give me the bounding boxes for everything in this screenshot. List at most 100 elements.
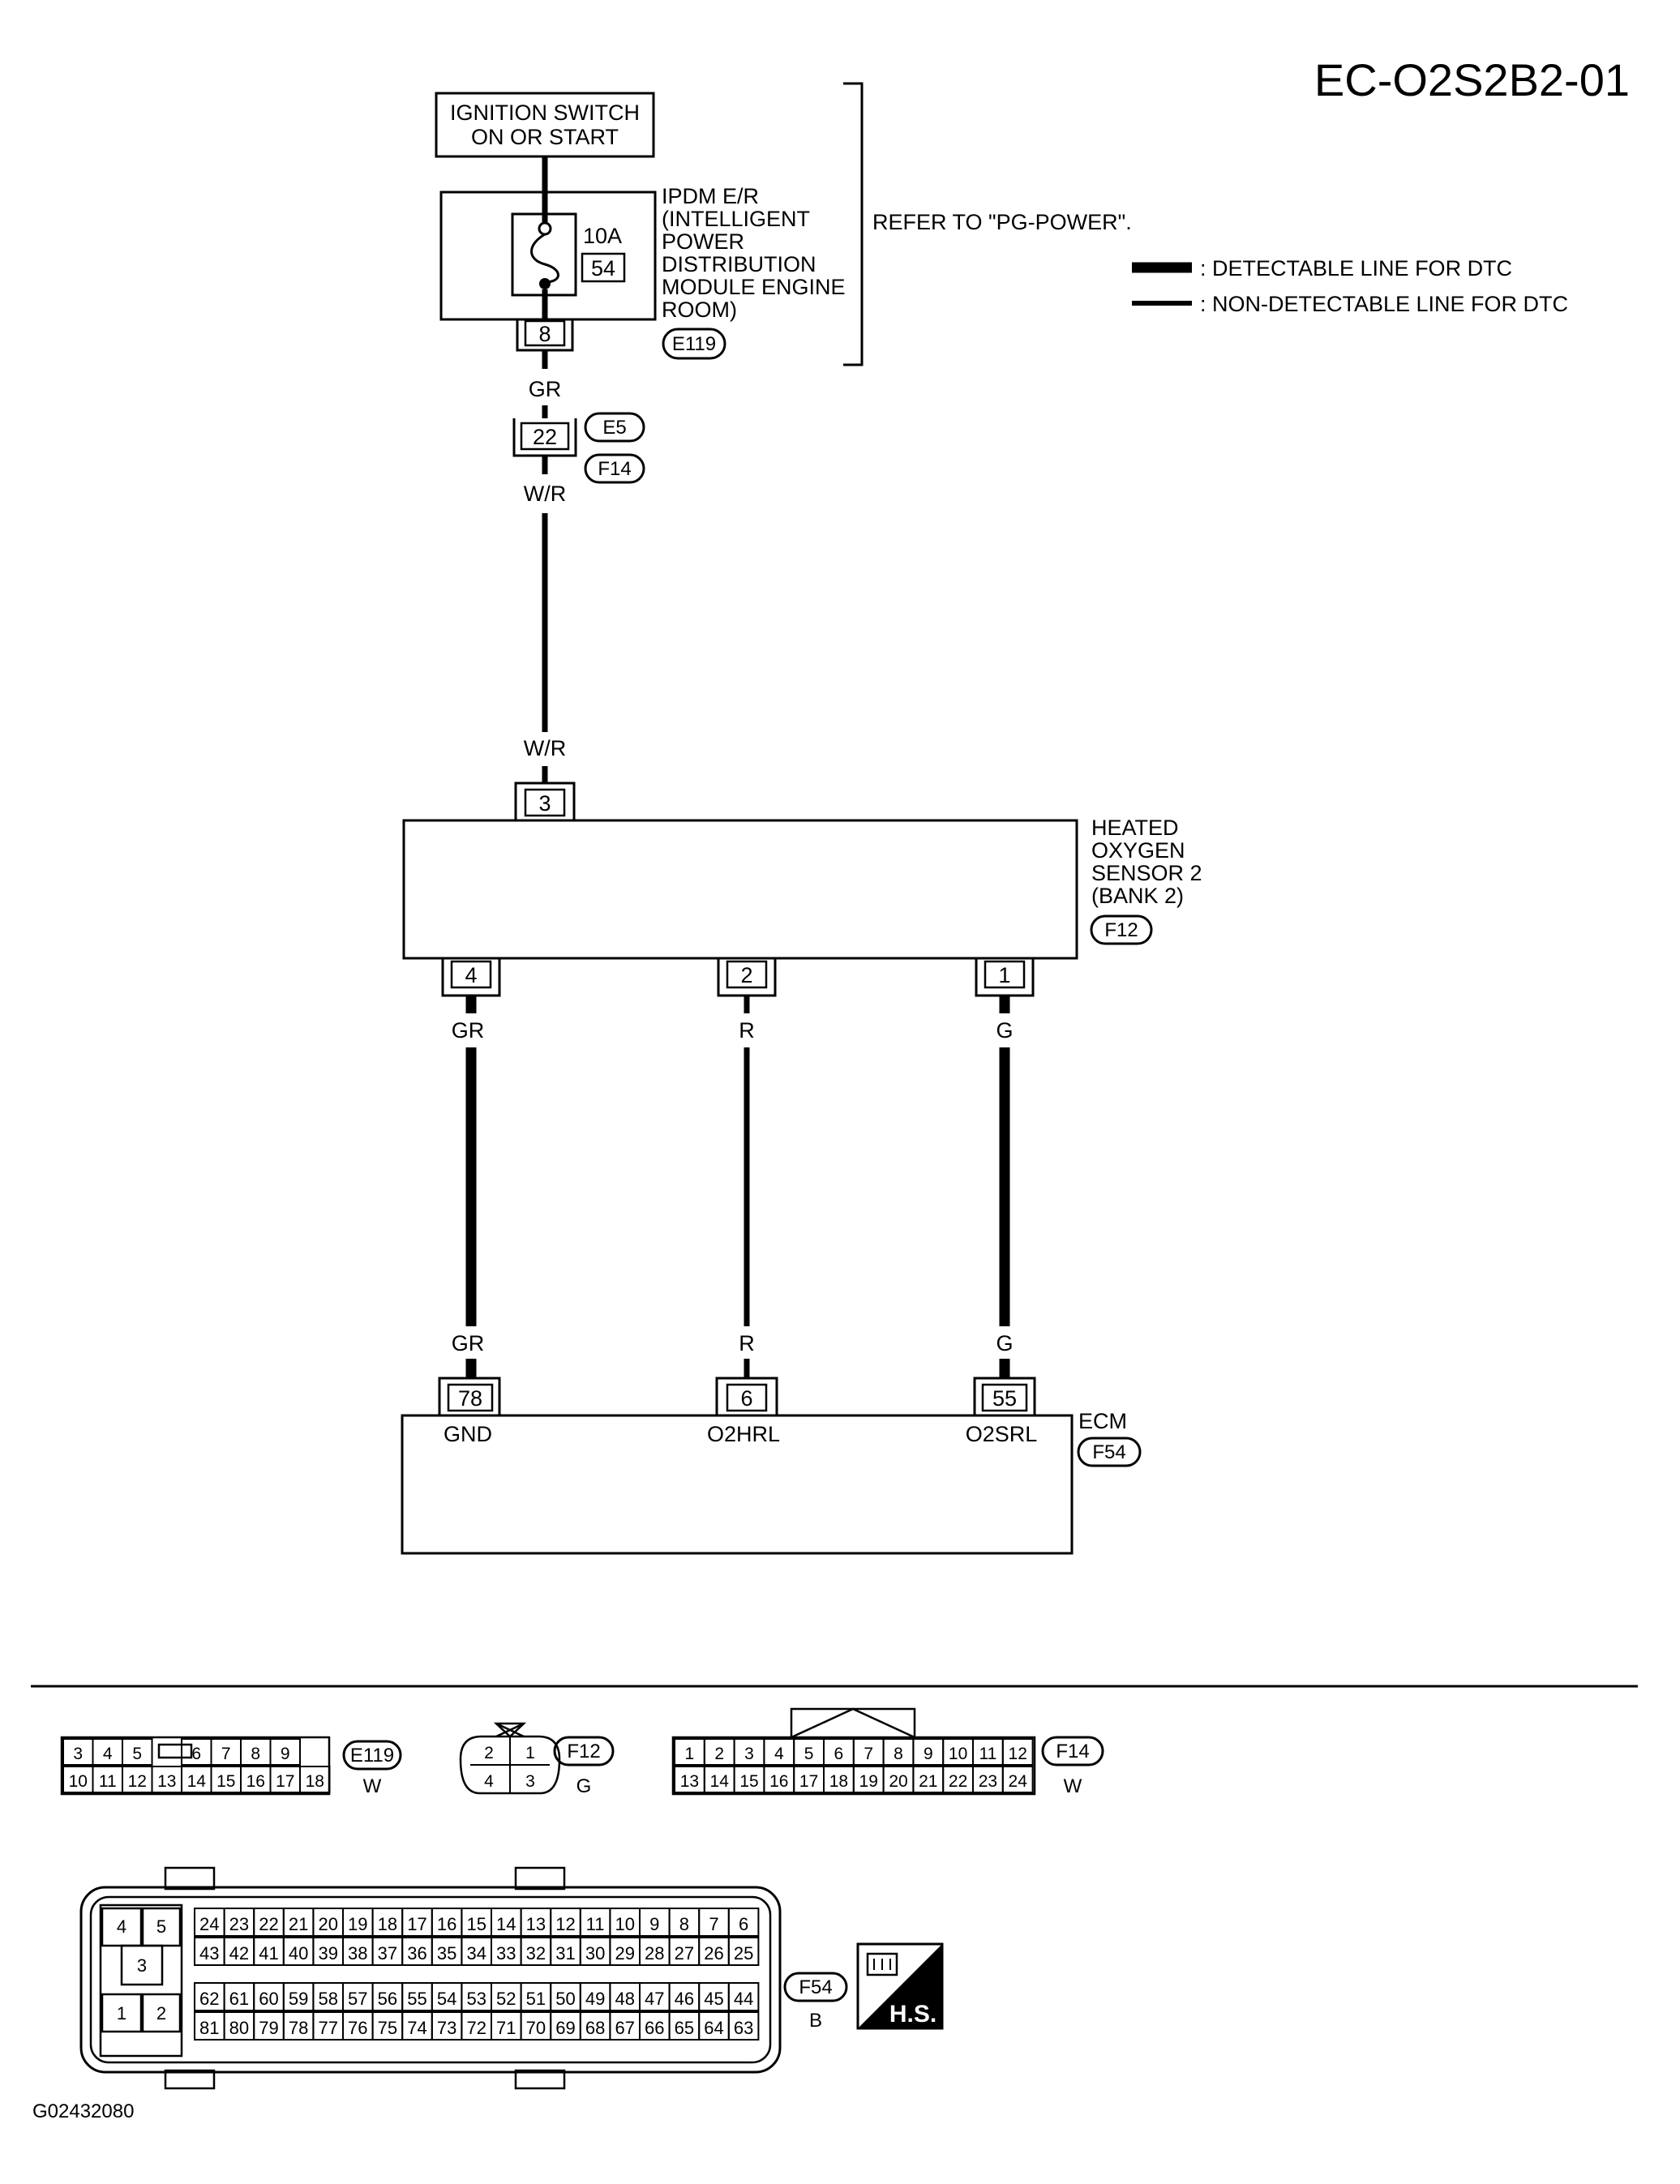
ipdm-terminal-8: 8 xyxy=(516,319,574,352)
ipdm-label-2: (INTELLIGENT xyxy=(662,207,810,231)
f54-pin-5: 5 xyxy=(156,1916,166,1937)
f14-pin-11: 11 xyxy=(979,1745,996,1763)
f54-pin-80: 80 xyxy=(229,2018,249,2038)
f54-latch-left-bottom xyxy=(164,2069,216,2090)
e119-pin-6: 6 xyxy=(191,1745,201,1763)
connector-tag-f14: F14 xyxy=(584,453,645,484)
ecm-terminal-6: 6 xyxy=(715,1377,778,1415)
f54-pin-11: 11 xyxy=(586,1914,605,1934)
ipdm-label-4: DISTRIBUTION xyxy=(662,252,816,276)
f54-pin-77: 77 xyxy=(318,2018,337,2038)
wire-color-wr-2: W/R xyxy=(524,736,566,760)
connector-tag-f12: F12 xyxy=(1090,914,1153,945)
f54-pin-62: 62 xyxy=(199,1989,219,2009)
e119-cell xyxy=(299,1766,331,1793)
f54-pin-23: 23 xyxy=(229,1914,249,1934)
f54-pin-64: 64 xyxy=(704,2018,723,2038)
f54-pin-13: 13 xyxy=(526,1914,546,1934)
f54-cell xyxy=(727,2011,760,2041)
f54-pin-42: 42 xyxy=(229,1943,249,1963)
connector-tag-f54: F54 xyxy=(1077,1437,1142,1467)
f54-pin-35: 35 xyxy=(437,1943,456,1963)
f14-pin-8: 8 xyxy=(894,1745,903,1763)
sensor-terminal-2-label: 2 xyxy=(740,963,752,987)
f54-pin-45: 45 xyxy=(704,1989,723,2009)
e119-pin-14: 14 xyxy=(187,1772,207,1791)
e119-pin-4: 4 xyxy=(103,1745,113,1763)
ipdm-terminal-label: 8 xyxy=(538,322,551,346)
e119-pin-10: 10 xyxy=(69,1772,88,1791)
f54-pin-40: 40 xyxy=(289,1943,308,1963)
f54-pin-27: 27 xyxy=(675,1943,694,1963)
f54-pin-48: 48 xyxy=(615,1989,634,2009)
refer-note: REFER TO "PG-POWER". xyxy=(872,210,1132,234)
f54-pin-81: 81 xyxy=(199,2018,219,2038)
connector-plug-icon xyxy=(866,1952,898,1976)
ecm-label: ECM xyxy=(1078,1409,1127,1433)
e119-pin-18: 18 xyxy=(306,1772,324,1791)
f54-pin-69: 69 xyxy=(555,2018,575,2038)
ecm-pin-o2srl: O2SRL xyxy=(966,1422,1038,1446)
fuse-rating: 10A xyxy=(583,224,622,248)
e119-cell xyxy=(122,1738,153,1766)
f14-pin-14: 14 xyxy=(710,1772,730,1791)
connector-view-f14-id: F14 xyxy=(1056,1741,1089,1762)
ecm-terminal-6-label: 6 xyxy=(740,1386,752,1411)
hs-label: H.S. xyxy=(889,2001,936,2028)
ecm-terminal-55: 55 xyxy=(973,1377,1036,1415)
f54-pin-73: 73 xyxy=(437,2018,456,2038)
f54-pin-21: 21 xyxy=(289,1914,308,1934)
e119-pin-11: 11 xyxy=(99,1772,117,1791)
f54-pin-32: 32 xyxy=(526,1943,546,1963)
f54-pin-66: 66 xyxy=(645,2018,664,2038)
harness-joint-22: 22 xyxy=(512,418,577,457)
f54-pin-30: 30 xyxy=(585,1943,605,1963)
connector-tag-f12-label: F12 xyxy=(1104,919,1138,941)
f14-lock-icon xyxy=(791,1707,915,1739)
sensor-terminal-2: 2 xyxy=(717,958,777,997)
e119-key-slot xyxy=(157,1743,193,1759)
f54-pin-38: 38 xyxy=(348,1943,367,1963)
f54-pin-56: 56 xyxy=(378,1989,397,2009)
f54-pin-44: 44 xyxy=(734,1989,753,2009)
fuse-icon xyxy=(530,233,559,284)
e119-pin-16: 16 xyxy=(246,1772,265,1791)
ipdm-label-5: MODULE ENGINE xyxy=(662,275,846,299)
f54-pin-29: 29 xyxy=(615,1943,634,1963)
e119-cell xyxy=(269,1738,301,1766)
f14-pin-18: 18 xyxy=(829,1772,848,1791)
f14-pin-7: 7 xyxy=(864,1745,873,1763)
heated-oxygen-sensor: HEATED OXYGEN SENSOR 2 (BANK 2) xyxy=(402,816,1202,960)
f54-pin-46: 46 xyxy=(675,1989,694,2009)
f54-pin-37: 37 xyxy=(378,1943,397,1963)
f54-pin-59: 59 xyxy=(289,1989,308,2009)
ignition-switch-label-1: IGNITION SWITCH xyxy=(450,101,640,125)
ipdm-label-6: ROOM) xyxy=(662,298,737,322)
f54-pin-71: 71 xyxy=(496,2018,516,2038)
f14-pin-24: 24 xyxy=(1009,1772,1028,1791)
legend: : DETECTABLE LINE FOR DTC : NON-DETECTAB… xyxy=(1132,256,1568,316)
e119-pin-7: 7 xyxy=(221,1745,231,1763)
f12-pin-1: 1 xyxy=(525,1744,535,1762)
f54-pin-63: 63 xyxy=(734,2018,753,2038)
wire-color-r-bottom: R xyxy=(739,1331,755,1355)
e119-pin-8: 8 xyxy=(251,1745,260,1763)
connector-tag-e119-label: E119 xyxy=(672,333,716,355)
f14-pin-15: 15 xyxy=(739,1772,758,1791)
e119-pin-13: 13 xyxy=(157,1772,176,1791)
connector-view-e119-color: W xyxy=(363,1775,382,1797)
f54-pin-54: 54 xyxy=(437,1989,456,2009)
connector-tag-f54-label: F54 xyxy=(1092,1441,1125,1463)
f54-pin-12: 12 xyxy=(555,1914,575,1934)
connector-view-e119-id: E119 xyxy=(350,1745,394,1766)
e119-pin-15: 15 xyxy=(216,1772,235,1791)
refer-bracket xyxy=(843,82,864,366)
ignition-switch: IGNITION SWITCH ON OR START xyxy=(435,92,655,158)
f14-pin-23: 23 xyxy=(979,1772,997,1791)
f54-cell xyxy=(727,1982,760,2011)
f14-pin-21: 21 xyxy=(919,1772,937,1791)
f54-pin-22: 22 xyxy=(259,1914,278,1934)
